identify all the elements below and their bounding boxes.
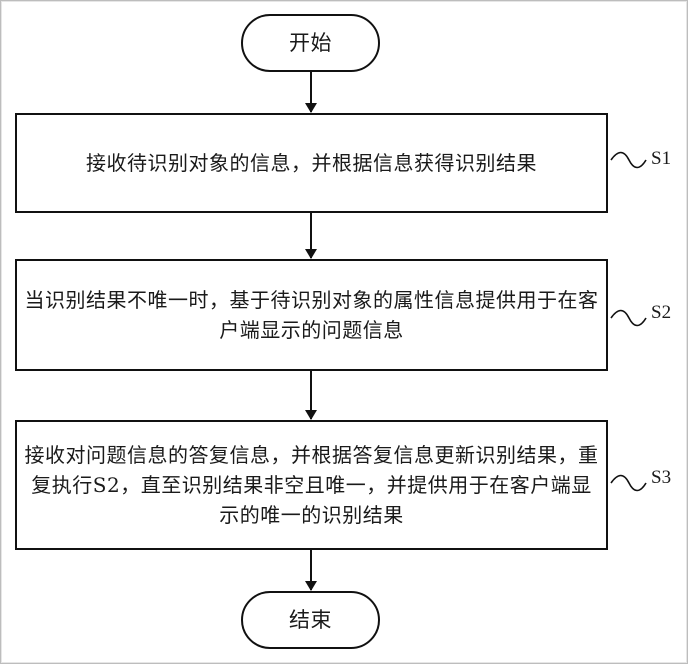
start-label: 开始 xyxy=(289,31,332,55)
step-s2-box xyxy=(15,259,608,371)
step-s2-label: S2 xyxy=(651,302,672,323)
step-s1-label: S1 xyxy=(651,148,672,169)
s1-leader-line xyxy=(610,151,647,169)
step-s3-label: S3 xyxy=(651,467,672,488)
s2-leader-line xyxy=(610,309,647,327)
step-s1-box xyxy=(15,113,608,213)
step-s2-text: 当识别结果不唯一时，基于待识别对象的属性信息提供用于在客户端显示的问题信息 xyxy=(24,288,599,342)
end-label: 结束 xyxy=(289,608,332,632)
s3-leader-line xyxy=(610,474,647,492)
step-s1-text: 接收待识别对象的信息，并根据信息获得识别结果 xyxy=(86,151,537,175)
end-terminator xyxy=(241,591,380,649)
step-s3-text: 接收对问题信息的答复信息，并根据答复信息更新识别结果，重复执行S2，直至识别结果… xyxy=(24,443,599,527)
step-s3-box xyxy=(15,420,608,550)
